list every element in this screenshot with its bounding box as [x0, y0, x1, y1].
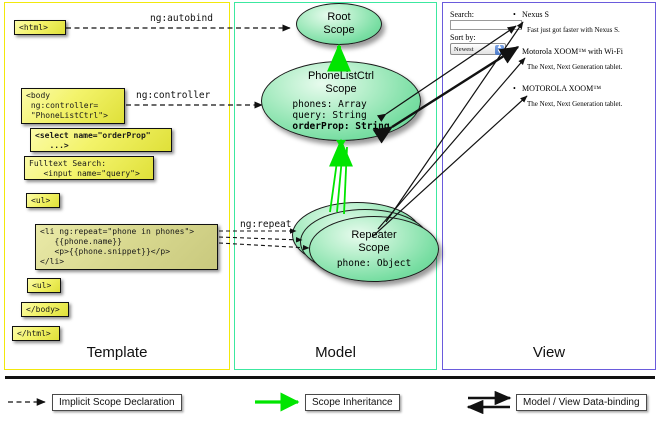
repeater-scope-title: Repeater Scope [351, 229, 397, 254]
sort-by-label: Sort by: [450, 33, 476, 42]
ng-repeat-label: ng:repeat [240, 219, 292, 230]
code-box-body-close: </body> [21, 302, 69, 317]
phonelistctrl-props-plain: phones: Array query: String [292, 99, 367, 121]
phone-snippet: The Next, Next Generation tablet. [527, 63, 623, 71]
phonelistctrl-scope-title: PhoneListCtrl Scope [307, 70, 375, 95]
phone-name: MOTOROLA XOOM™ [522, 84, 622, 93]
root-scope-title: Root Scope [323, 11, 355, 36]
list-item: Nexus S Fast just got faster with Nexus … [522, 10, 620, 34]
ng-controller-label: ng:controller [136, 90, 211, 101]
phone-name: Nexus S [522, 10, 620, 19]
model-panel [234, 2, 437, 370]
ng-autobind-label: ng:autobind [150, 13, 213, 24]
phone-snippet: The Next, Next Generation tablet. [527, 100, 623, 108]
list-item: MOTOROLA XOOM™ The Next, Next Generation… [522, 84, 622, 108]
search-input[interactable] [450, 20, 522, 30]
legend-item-model-view-data-binding: Model / View Data-binding [516, 394, 647, 411]
sort-by-selected-value: Newest [454, 46, 474, 53]
phone-snippet: Fast just got faster with Nexus S. [527, 26, 620, 34]
code-box-ul-close: <ul> [27, 278, 61, 293]
phonelistctrl-props-bold: orderProp: String [292, 121, 390, 132]
legend: Implicit Scope Declaration Scope Inherit… [0, 374, 660, 421]
repeater-scope-props: phone: Object [336, 258, 412, 269]
phonelistctrl-scope-ellipse: PhoneListCtrl Scope phones: Array query:… [261, 61, 421, 141]
code-box-li-repeat: <li ng:repeat="phone in phones"> {{phone… [35, 224, 218, 270]
phonelistctrl-scope-props: phones: Array query: String orderProp: S… [292, 99, 389, 132]
legend-item-scope-inheritance: Scope Inheritance [305, 394, 400, 411]
legend-divider [5, 376, 655, 379]
view-panel-label: View [532, 344, 566, 361]
list-item: Motorola XOOM™ with Wi-Fi The Next, Next… [522, 47, 623, 71]
repeater-scope-ellipse: Repeater Scope phone: Object [309, 216, 439, 282]
code-box-fulltext-search: Fulltext Search: <input name="query"> [24, 156, 154, 180]
template-panel-label: Template [86, 344, 148, 361]
chevron-updown-icon: ▲▼ [495, 44, 504, 55]
model-panel-label: Model [315, 344, 356, 361]
code-box-select: <select name="orderProp" ...> [30, 128, 172, 152]
search-label: Search: [450, 10, 474, 19]
phone-name: Motorola XOOM™ with Wi-Fi [522, 47, 623, 56]
legend-item-implicit-scope-declaration: Implicit Scope Declaration [52, 394, 182, 411]
legend-icons [8, 390, 512, 415]
code-box-html-open: <html> [14, 20, 66, 35]
code-box-html-close: </html> [12, 326, 60, 341]
root-scope-ellipse: Root Scope [296, 3, 382, 45]
code-box-ul-open: <ul> [26, 193, 60, 208]
sort-by-select[interactable]: Newest ▲▼ [450, 43, 506, 55]
view-content: Search: Sort by: Newest ▲▼ Nexus S Fast … [450, 10, 650, 140]
code-box-body-open: <body ng:controller= "PhoneListCtrl"> [21, 88, 125, 124]
